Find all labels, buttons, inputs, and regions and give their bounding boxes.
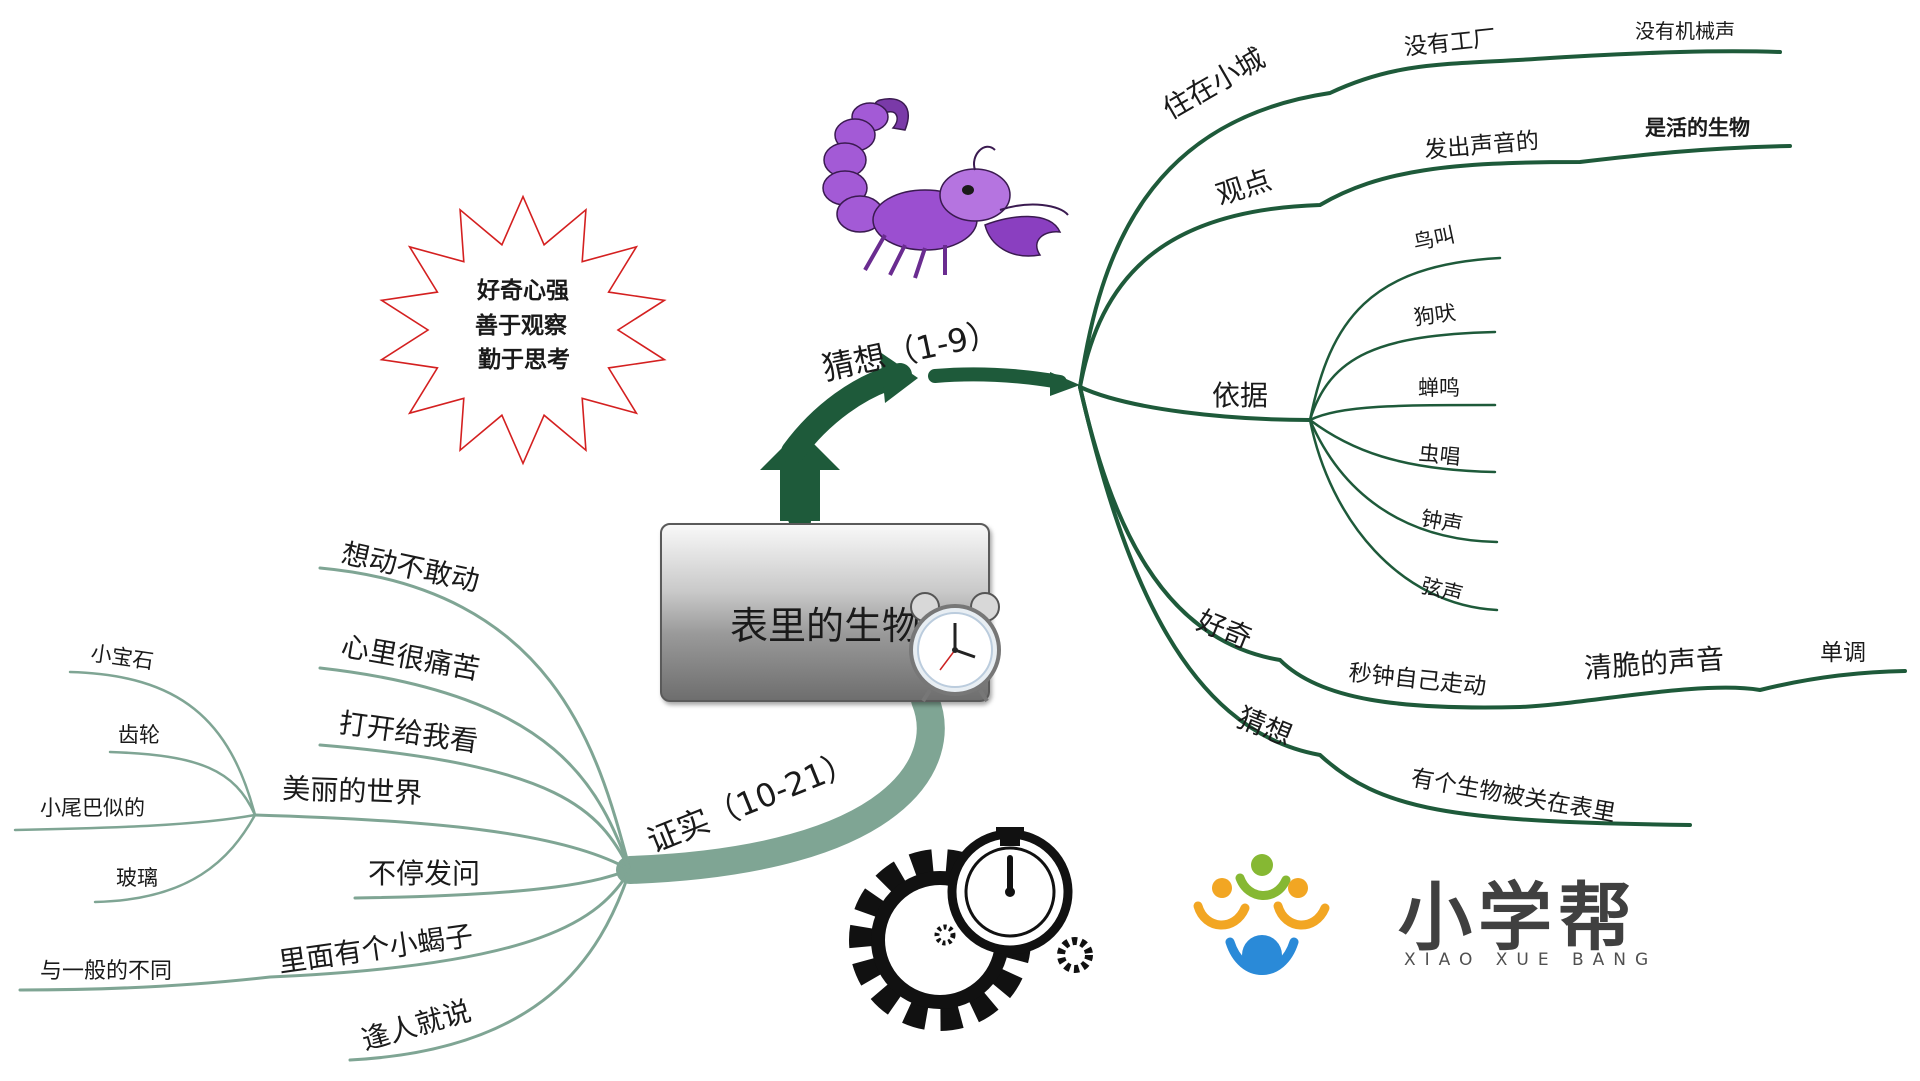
verify-item-5: 不停发问 xyxy=(368,857,480,890)
verify-item-7-line xyxy=(348,868,632,1062)
branch-town xyxy=(1078,49,1782,389)
branch-curious-sub2: 清脆的声音 xyxy=(1583,642,1725,685)
basis-item-2-line xyxy=(1308,330,1497,422)
arrow-guess-1 xyxy=(880,352,918,403)
basis-item-6: 弦声 xyxy=(1419,574,1466,607)
basis-item-4: 虫唱 xyxy=(1417,441,1461,469)
verify-item-6-line xyxy=(18,868,632,992)
branch-view-label: 观点 xyxy=(1212,163,1275,212)
basis-item-3: 蝉鸣 xyxy=(1418,376,1460,400)
branch-curious-label: 好奇 xyxy=(1192,604,1256,656)
verify-item-2-line xyxy=(318,666,632,872)
starburst-callout: 好奇心强 善于观察 勤于思考 xyxy=(379,194,667,466)
world-item-4: 玻璃 xyxy=(116,866,158,890)
connector-verify-main xyxy=(616,686,945,884)
branch-view xyxy=(1078,144,1792,389)
verify-item-2: 心里很痛苦 xyxy=(339,629,483,686)
branch-guess2-label: 猜想 xyxy=(1232,701,1296,753)
basis-item-1: 鸟叫 xyxy=(1411,223,1457,255)
branch-guess2 xyxy=(1078,385,1692,827)
verify-item-1: 想动不敢动 xyxy=(339,537,483,598)
branch-town-sub: 没有工厂 xyxy=(1403,25,1497,60)
world-item-2: 齿轮 xyxy=(118,723,160,747)
world-item-1: 小宝石 xyxy=(89,641,155,674)
verify-item-4-line xyxy=(253,813,632,872)
world-item-4-line xyxy=(93,813,257,904)
logo-name: 小学帮 xyxy=(1398,875,1638,961)
basis-item-2: 狗吠 xyxy=(1412,300,1457,330)
basis-item-4-line xyxy=(1308,418,1497,474)
verify-item-4: 美丽的世界 xyxy=(282,772,423,810)
gear-stopwatch-icon xyxy=(849,827,1093,1031)
branch-town-leaf: 没有机械声 xyxy=(1635,19,1735,43)
branch-view-leaf: 是活的生物 xyxy=(1645,116,1750,140)
burst-line-2: 善于观察 xyxy=(475,312,568,339)
burst-line-1: 好奇心强 xyxy=(476,277,569,304)
world-item-3: 小尾巴似的 xyxy=(40,796,145,820)
world-item-1-line xyxy=(68,670,257,817)
branch-basis xyxy=(1078,385,1312,422)
starburst-shape xyxy=(379,194,667,466)
branch-curious-sub: 秒钟自己走动 xyxy=(1347,660,1487,700)
branch-view-sub: 发出声音的 xyxy=(1423,128,1540,164)
verify-branches xyxy=(13,566,945,1062)
verify-item-5-line xyxy=(353,868,632,900)
branch-curious-leaf: 单调 xyxy=(1820,640,1866,666)
arrow-up xyxy=(760,430,840,521)
verify-item-3: 打开给我看 xyxy=(337,706,480,758)
guess-branches xyxy=(760,49,1907,827)
alarm-clock-icon xyxy=(909,592,1001,703)
basis-item-3-line xyxy=(1308,403,1497,422)
basis-item-5-line xyxy=(1308,418,1499,544)
central-topic-title: 表里的生物 xyxy=(729,604,920,648)
scorpion-icon xyxy=(822,98,1069,279)
branch-curious xyxy=(1078,385,1907,710)
arrow-guess-2 xyxy=(1050,372,1080,396)
connector-guess-main xyxy=(928,367,1067,389)
logo-icon xyxy=(1193,854,1330,975)
burst-line-3: 勤于思考 xyxy=(478,347,570,373)
logo-subtitle: XIAO XUE BANG xyxy=(1404,950,1658,970)
world-item-2-line xyxy=(108,750,257,817)
scorpion-sub: 与一般的不同 xyxy=(40,959,172,984)
basis-item-6-line xyxy=(1308,418,1499,612)
branch-basis-label: 依据 xyxy=(1212,379,1268,412)
world-item-3-line xyxy=(13,813,257,832)
basis-item-5: 钟声 xyxy=(1419,506,1465,537)
basis-item-1-line xyxy=(1308,256,1502,422)
verify-item-7: 逢人就说 xyxy=(358,994,475,1057)
verify-item-1-line xyxy=(318,566,632,872)
verify-item-3-line xyxy=(318,743,632,872)
